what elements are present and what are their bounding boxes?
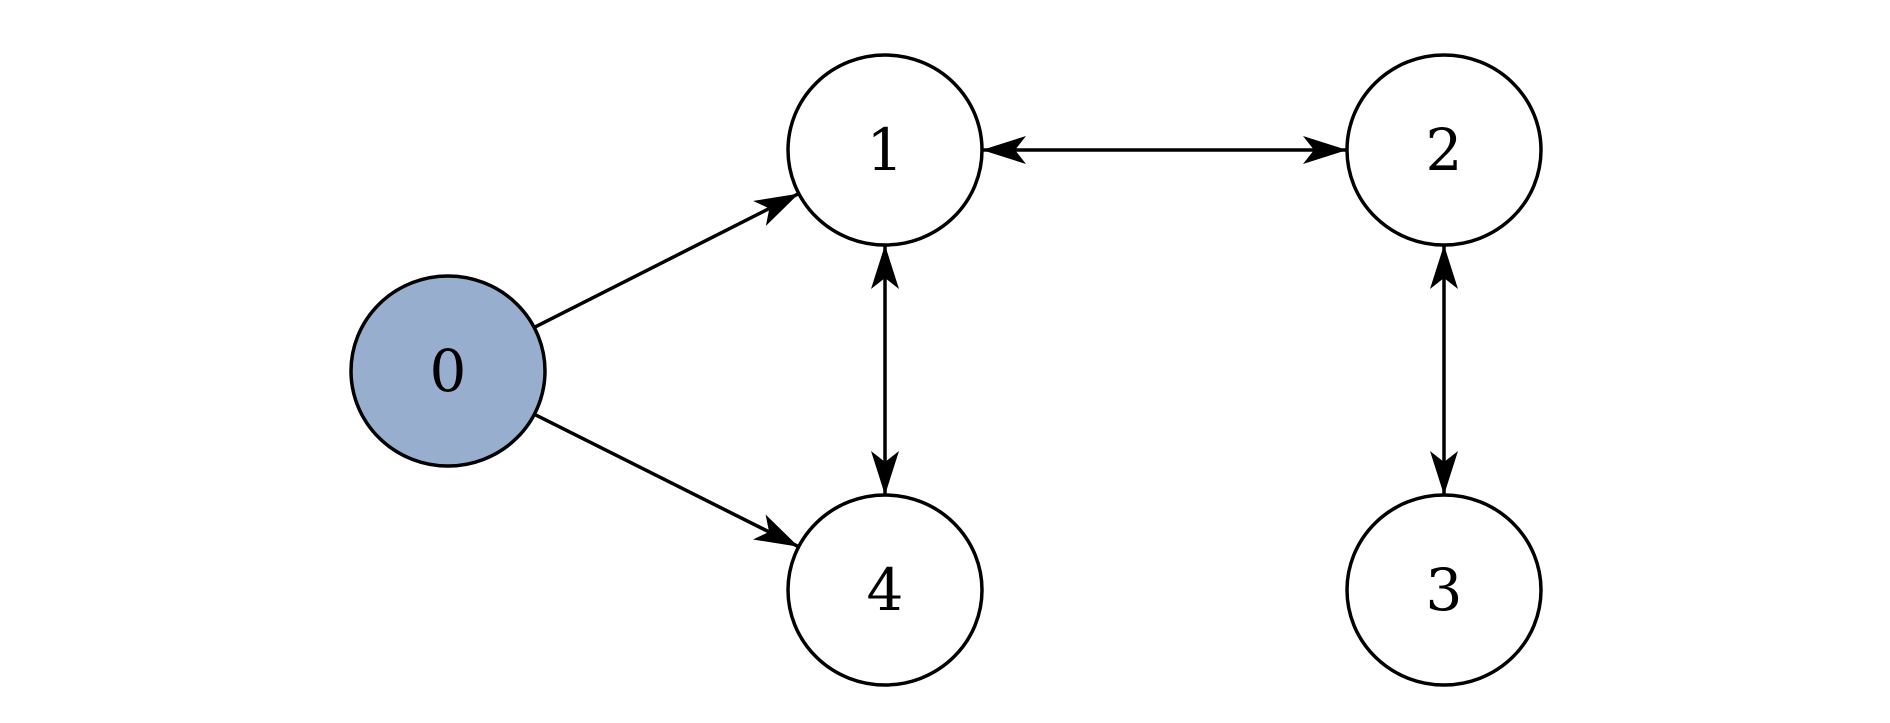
node-4: 4: [786, 493, 984, 687]
node-circle-2: [1345, 53, 1543, 247]
node-label-3: 3: [1426, 556, 1463, 624]
node-circle-4: [786, 493, 984, 687]
node-label-0: 0: [430, 337, 467, 405]
edge-0-1: [533, 192, 800, 329]
edges-layer: [533, 136, 1458, 549]
node-label-2: 2: [1426, 116, 1463, 184]
node-circle-1: [786, 53, 984, 247]
nodes-layer: 0 1 2 3 4: [349, 53, 1543, 687]
node-0: 0: [349, 274, 547, 468]
node-3: 3: [1345, 493, 1543, 687]
node-circle-3: [1345, 493, 1543, 687]
node-label-1: 1: [867, 116, 904, 184]
node-2: 2: [1345, 53, 1543, 247]
node-1: 1: [786, 53, 984, 247]
edge-0-4: [533, 412, 800, 549]
node-label-4: 4: [867, 556, 904, 624]
node-circle-0: [349, 274, 547, 468]
